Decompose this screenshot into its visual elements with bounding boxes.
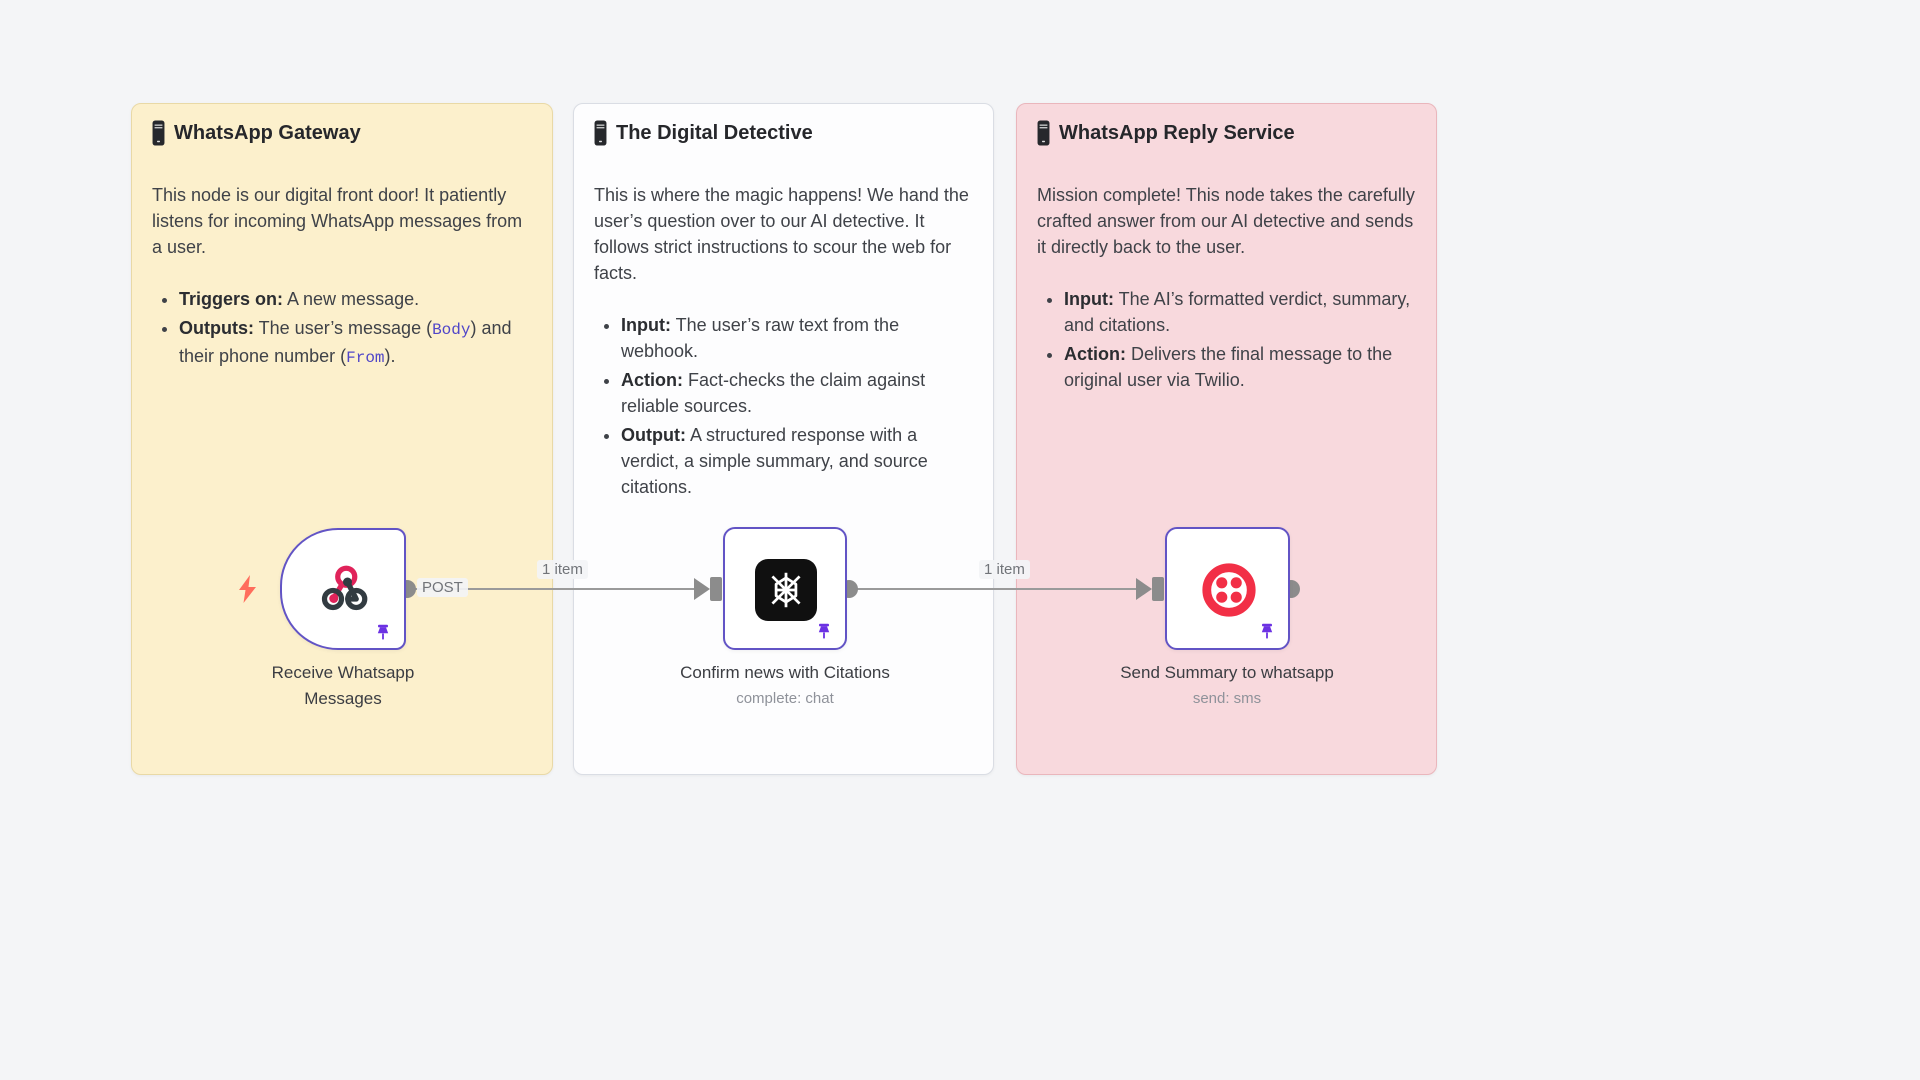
sticky-paragraph: This node is our digital front door! It …: [152, 185, 523, 257]
node-operation-label: complete: chat: [736, 690, 834, 707]
code-body: Body: [432, 321, 471, 339]
bullet-item: Input: The AI’s formatted verdict, summa…: [1064, 286, 1416, 338]
pinned-data-icon: [1261, 623, 1273, 639]
node-title: Confirm news with Citations complete: ch…: [673, 660, 897, 710]
sticky-title-text: The Digital Detective: [616, 121, 813, 144]
sticky-bullet-list: Input: The user’s raw text from the webh…: [594, 312, 973, 500]
bullet-item: Output: A structured response with a ver…: [621, 422, 973, 500]
sticky-paragraph: Mission complete! This node takes the ca…: [1037, 185, 1415, 257]
sticky-note-digital-detective[interactable]: The Digital Detective This is where the …: [573, 103, 994, 775]
bullet-item: Outputs: The user’s message (Body) and t…: [179, 315, 532, 371]
input-port[interactable]: [1152, 577, 1164, 601]
bullet-item: Action: Fact-checks the claim against re…: [621, 367, 973, 419]
bullet-item: Action: Delivers the final message to th…: [1064, 341, 1416, 393]
webhook-icon: [321, 565, 368, 611]
bullet-item: Input: The user’s raw text from the webh…: [621, 312, 973, 364]
sticky-bullet-list: Triggers on: A new message. Outputs: The…: [152, 286, 532, 371]
node-operation-label: send: sms: [1192, 690, 1262, 707]
node-send-summary-to-whatsapp[interactable]: [1165, 527, 1290, 650]
input-arrow-icon: [694, 578, 710, 600]
node-title: Send Summary to whatsapp send: sms: [1115, 660, 1339, 710]
mobile-phone-icon: [594, 120, 607, 146]
code-from: From: [346, 349, 385, 367]
items-count-badge: 1 item: [537, 560, 588, 579]
input-arrow-icon: [1136, 578, 1152, 600]
pinned-data-icon: [377, 624, 389, 640]
trigger-bolt-icon: [239, 575, 256, 603]
connection-detective-to-twilio[interactable]: [849, 577, 1164, 601]
sticky-bullet-list: Input: The AI’s formatted verdict, summa…: [1037, 286, 1416, 393]
node-receive-whatsapp-messages[interactable]: [280, 528, 406, 650]
sticky-paragraph: This is where the magic happens! We hand…: [594, 185, 969, 283]
items-count-badge: 1 item: [979, 560, 1030, 579]
sticky-title: WhatsApp Reply Service: [1037, 120, 1416, 146]
bullet-item: Triggers on: A new message.: [179, 286, 532, 312]
webhook-method-badge: POST: [417, 578, 468, 597]
node-confirm-news-with-citations[interactable]: [723, 527, 847, 650]
sticky-title-text: WhatsApp Gateway: [174, 121, 361, 144]
perplexity-icon: [755, 559, 817, 621]
sticky-note-whatsapp-reply-service[interactable]: WhatsApp Reply Service Mission complete!…: [1016, 103, 1437, 775]
pinned-data-icon: [818, 623, 830, 639]
sticky-note-whatsapp-gateway[interactable]: WhatsApp Gateway This node is our digita…: [131, 103, 553, 775]
twilio-icon: [1202, 563, 1256, 617]
sticky-title-text: WhatsApp Reply Service: [1059, 121, 1295, 144]
sticky-title: WhatsApp Gateway: [152, 120, 532, 146]
sticky-title: The Digital Detective: [594, 120, 973, 146]
mobile-phone-icon: [152, 120, 165, 146]
mobile-phone-icon: [1037, 120, 1050, 146]
input-port[interactable]: [710, 577, 722, 601]
node-title: Receive Whatsapp Messages: [271, 663, 415, 708]
